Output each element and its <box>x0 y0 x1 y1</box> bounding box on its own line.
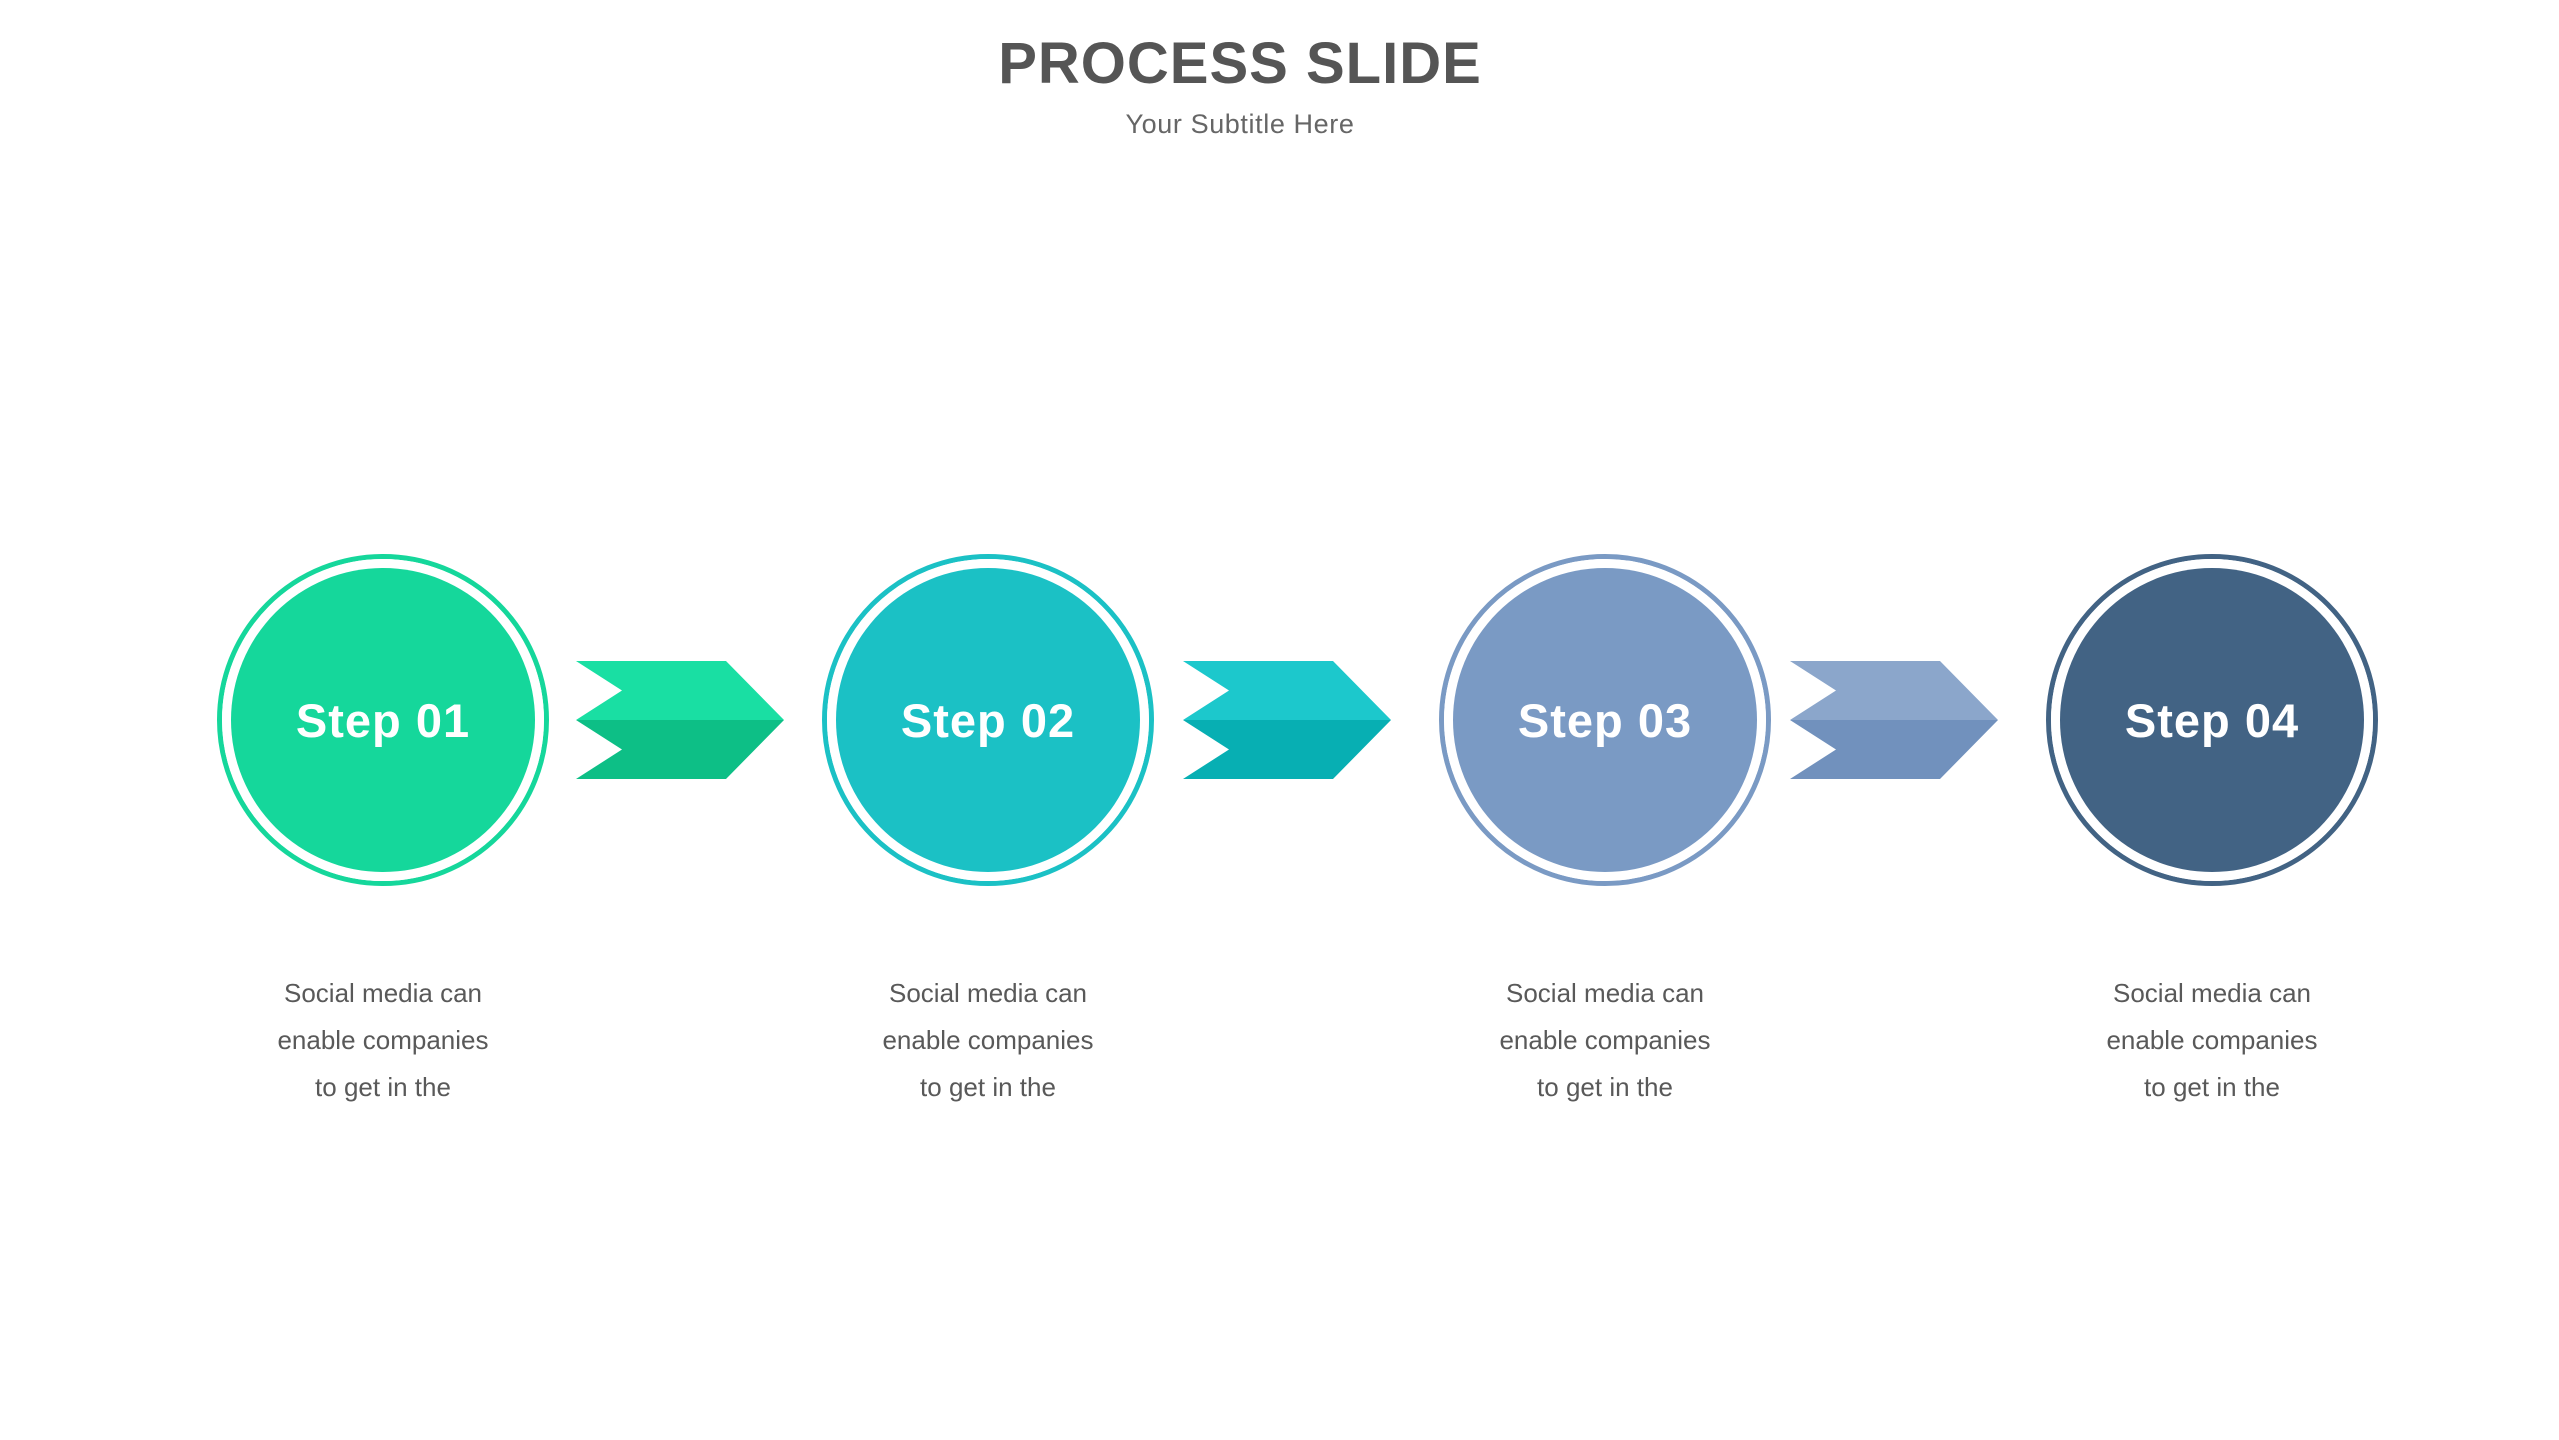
step-label-2: Step 02 <box>900 693 1076 747</box>
step-caption-3-line-1: Social media can <box>1506 978 1704 1008</box>
step-ring-outer-2 <box>822 554 1154 886</box>
step-caption-3: Social media can enable companies to get… <box>1425 970 1785 1111</box>
step-node-3[interactable]: Step 03 <box>1439 554 1771 886</box>
step-caption-1-line-3: to get in the <box>315 1072 451 1102</box>
step-disc-4: Step 04 <box>2060 568 2364 872</box>
step-node-2[interactable]: Step 02 <box>822 554 1154 886</box>
page-title: PROCESS SLIDE <box>998 31 1482 96</box>
step-caption-2-line-3: to get in the <box>920 1072 1056 1102</box>
step-caption-2-line-1: Social media can <box>889 978 1087 1008</box>
slide-header: PROCESS SLIDE Your Subtitle Here <box>0 31 2480 140</box>
page-subtitle: Your Subtitle Here <box>1125 108 1355 139</box>
step-captions-row: Social media can enable companies to get… <box>0 970 2559 1130</box>
step-ring-gap-3 <box>1444 559 1766 881</box>
chevron-arrow-icon-3 <box>1790 661 1998 779</box>
step-caption-4-line-3: to get in the <box>2144 1072 2280 1102</box>
chevron-bottom-half-1 <box>576 720 784 779</box>
step-label-1: Step 01 <box>295 693 471 747</box>
process-steps-row: Step 01 Step 02 <box>0 554 2559 894</box>
chevron-bottom-half-3 <box>1790 720 1998 779</box>
step-ring-gap-2 <box>827 559 1149 881</box>
step-caption-1-line-1: Social media can <box>284 978 482 1008</box>
step-label-3: Step 03 <box>1517 693 1693 747</box>
step-disc-1: Step 01 <box>231 568 535 872</box>
step-caption-2-line-2: enable companies <box>882 1025 1094 1055</box>
step-ring-outer-4 <box>2046 554 2378 886</box>
step-caption-4-line-2: enable companies <box>2106 1025 2318 1055</box>
chevron-top-half-3 <box>1790 661 1998 720</box>
step-node-1[interactable]: Step 01 <box>217 554 549 886</box>
step-caption-4: Social media can enable companies to get… <box>2032 970 2392 1111</box>
step-ring-outer-1 <box>217 554 549 886</box>
step-ring-gap-4 <box>2051 559 2373 881</box>
step-caption-2: Social media can enable companies to get… <box>808 970 1168 1111</box>
step-label-4: Step 04 <box>2124 693 2300 747</box>
step-ring-outer-3 <box>1439 554 1771 886</box>
step-caption-4-line-1: Social media can <box>2113 978 2311 1008</box>
step-disc-2: Step 02 <box>836 568 1140 872</box>
step-disc-3: Step 03 <box>1453 568 1757 872</box>
chevron-arrow-icon-2 <box>1183 661 1391 779</box>
step-caption-1-line-2: enable companies <box>277 1025 489 1055</box>
step-caption-3-line-3: to get in the <box>1537 1072 1673 1102</box>
step-caption-1: Social media can enable companies to get… <box>203 970 563 1111</box>
step-node-4[interactable]: Step 04 <box>2046 554 2378 886</box>
chevron-top-half-1 <box>576 661 784 720</box>
step-ring-gap-1 <box>222 559 544 881</box>
chevron-bottom-half-2 <box>1183 720 1391 779</box>
step-caption-3-line-2: enable companies <box>1499 1025 1711 1055</box>
chevron-arrow-icon-1 <box>576 661 784 779</box>
chevron-top-half-2 <box>1183 661 1391 720</box>
